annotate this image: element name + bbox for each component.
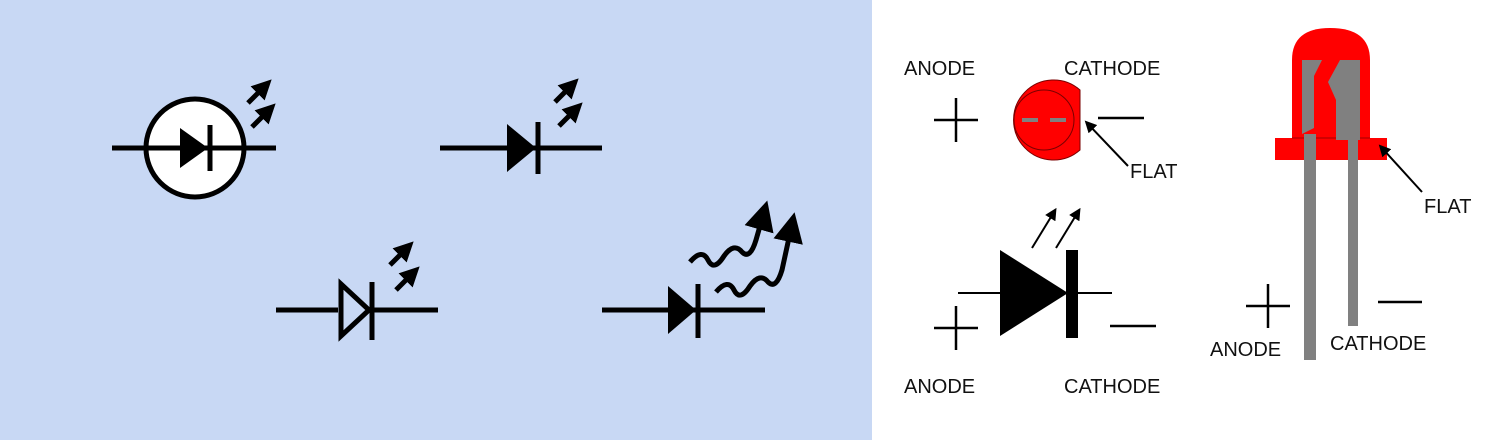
- led-symbol-filled: [440, 78, 602, 174]
- led-symbol-outline: [276, 241, 438, 342]
- left-panel-background: [0, 0, 872, 440]
- led-anode-lead: [1304, 134, 1316, 360]
- led-side-view: FLAT ANODE CATHODE: [1210, 28, 1471, 361]
- side-view-anode-label: ANODE: [1210, 339, 1281, 361]
- side-view-cathode-label: CATHODE: [1330, 333, 1426, 355]
- led-side-anvil: [1302, 60, 1322, 134]
- led-cathode-lead: [1348, 140, 1358, 326]
- led-top-lens-ring: [1013, 89, 1075, 151]
- schematic-cathode-bar: [1066, 250, 1078, 338]
- schematic-light-arrow-2: [1055, 207, 1081, 249]
- led-side-flange: [1275, 138, 1387, 160]
- led-top-view: ANODE CATHODE FLAT: [904, 58, 1177, 183]
- led-schematic: ANODE CATHODE: [904, 207, 1160, 398]
- top-view-anode-label: ANODE: [904, 58, 975, 80]
- schematic-cathode-label: CATHODE: [1064, 376, 1160, 398]
- schematic-diode-triangle: [1000, 250, 1068, 336]
- right-panel-background: [880, 4, 1500, 440]
- schematic-anode-label: ANODE: [904, 376, 975, 398]
- led-symbol-wavy: [602, 200, 803, 338]
- led-side-post: [1328, 60, 1360, 140]
- schematic-light-arrow-1: [1031, 207, 1057, 249]
- top-view-cathode-label: CATHODE: [1064, 58, 1160, 80]
- side-view-flat-pointer: [1378, 144, 1423, 193]
- side-view-flat-label: FLAT: [1424, 196, 1471, 218]
- top-view-flat-label: FLAT: [1130, 161, 1177, 183]
- led-symbol-circled: [112, 79, 276, 200]
- top-view-flat-pointer: [1084, 120, 1129, 167]
